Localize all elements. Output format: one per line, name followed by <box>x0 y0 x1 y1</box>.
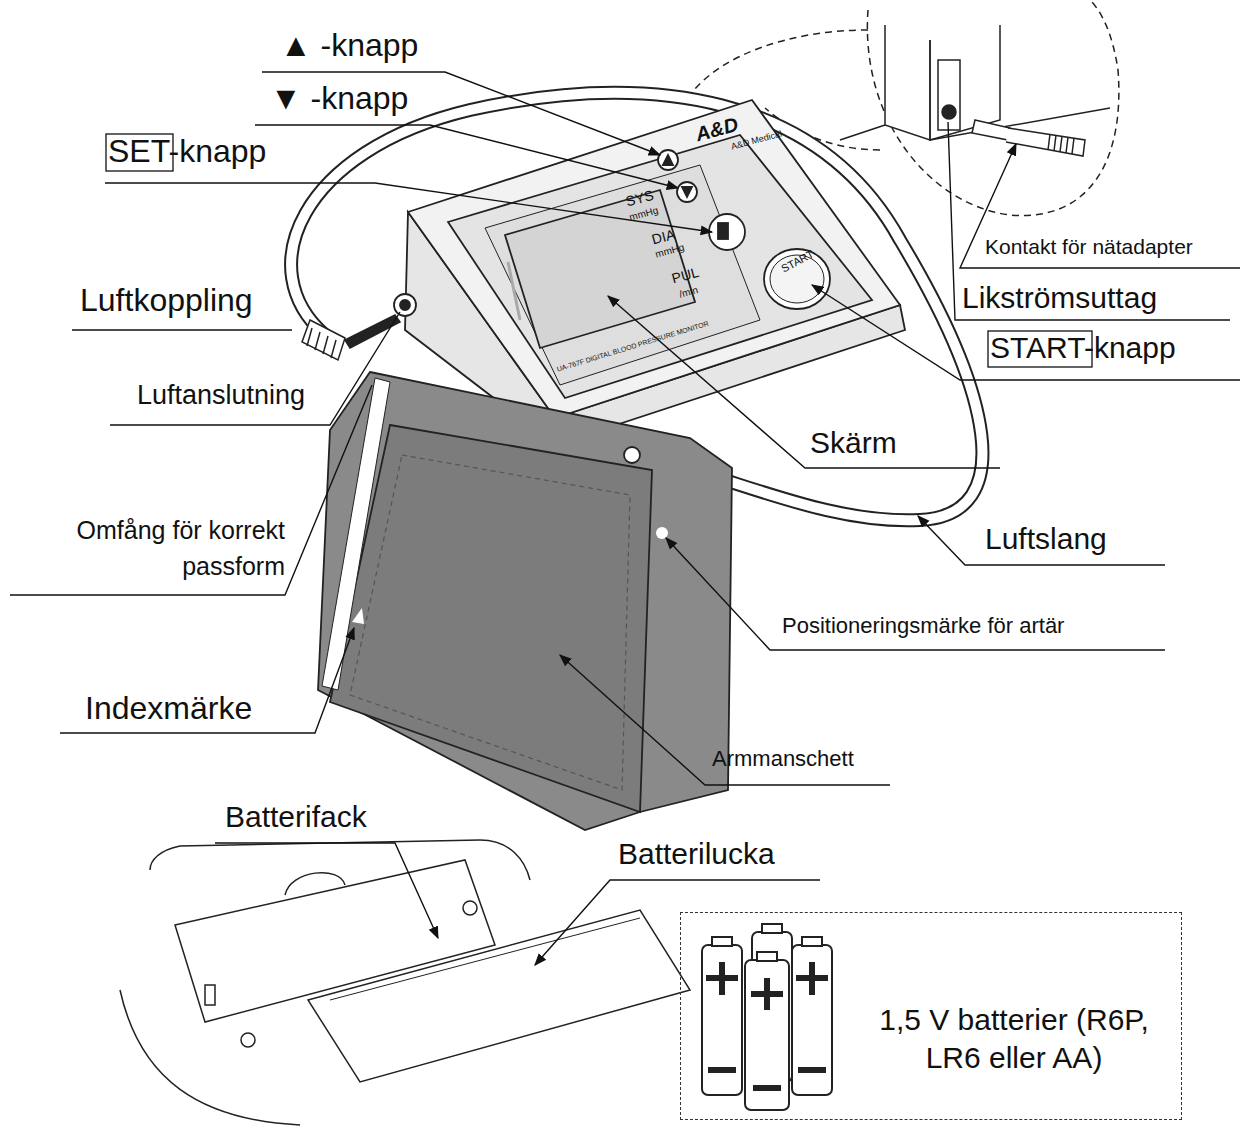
part-label: Batterifack <box>225 800 367 835</box>
part-label: Skärm <box>810 426 897 461</box>
part-label: Omfång för korrekt passform <box>20 512 285 585</box>
part-label: Batterilucka <box>618 837 775 872</box>
part-label: Luftanslutning <box>137 380 305 411</box>
part-label: Indexmärke <box>85 690 252 727</box>
battery-compartment <box>120 840 690 1125</box>
part-label: Armmanschett <box>712 746 854 771</box>
part-label: Positioneringsmärke för artär <box>782 613 1064 638</box>
part-label: Kontakt för nätadapter <box>985 235 1193 259</box>
air-coupling <box>302 315 400 360</box>
battery-spec-box: 1,5 V batterier (R6P, LR6 eller AA) <box>680 912 1182 1120</box>
node-text: 1,5 V batterier (R6P, LR6 eller AA) <box>849 1001 1179 1076</box>
part-label: Luftkoppling <box>80 282 253 319</box>
part-label: Luftslang <box>985 522 1107 557</box>
part-label: ▲ -knapp <box>280 27 418 64</box>
part-label: Likströmsuttag <box>962 281 1157 316</box>
part-label: SET-knapp <box>108 133 266 170</box>
leader-lines <box>10 72 1240 965</box>
button-name-frames <box>106 134 1092 367</box>
part-label: START-knapp <box>990 331 1176 366</box>
part-label: ▼ -knapp <box>270 80 408 117</box>
battery-cells <box>702 924 832 1110</box>
arm-cuff <box>318 372 732 830</box>
